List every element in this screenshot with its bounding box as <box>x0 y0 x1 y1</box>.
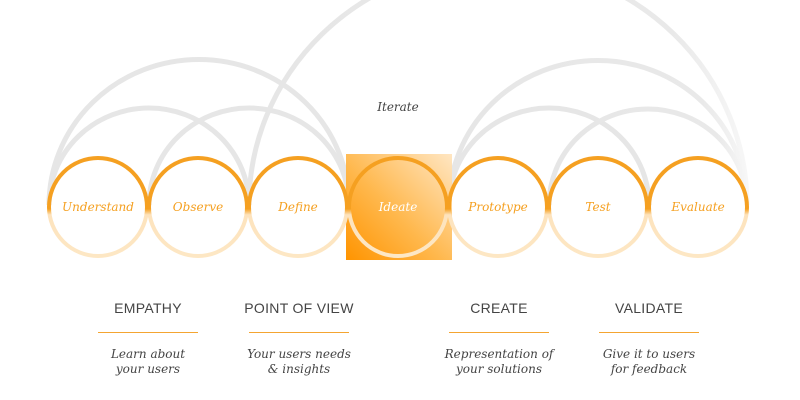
phase-divider <box>599 332 699 333</box>
iteration-arc <box>46 105 252 206</box>
phase-description: Your users needs & insights <box>229 347 369 377</box>
stage-label-define: Define <box>277 200 318 214</box>
stage-label-observe: Observe <box>173 200 223 214</box>
iteration-arc <box>446 58 750 206</box>
phase-description-line: Learn about <box>110 347 186 361</box>
phase-description: Representation of your solutions <box>429 347 569 377</box>
phase-validate: VALIDATE Give it to users for feedback <box>579 298 719 377</box>
stage-ring-evaluate <box>647 156 749 258</box>
iteration-arc <box>246 0 750 206</box>
iteration-arc <box>546 106 750 206</box>
stage-label-test: Test <box>585 200 610 214</box>
phase-description-line: & insights <box>267 362 331 376</box>
phase-description-line: Give it to users <box>602 347 696 361</box>
phase-title: VALIDATE <box>614 300 683 316</box>
stage-label-ideate: Ideate <box>378 200 418 214</box>
iteration-arc <box>446 105 652 206</box>
stage-label-understand: Understand <box>62 200 134 214</box>
phase-description-line: Your users needs <box>247 347 351 361</box>
stage-label-evaluate: Evaluate <box>670 200 724 214</box>
iteration-arcs <box>46 0 750 206</box>
iteration-arc <box>146 105 352 206</box>
phase-empathy: EMPATHY Learn about your users <box>78 298 218 377</box>
iteration-arc <box>46 57 352 206</box>
stage-label-prototype: Prototype <box>467 200 527 214</box>
phase-title: CREATE <box>470 300 528 316</box>
phase-create: CREATE Representation of your solutions <box>429 298 569 377</box>
phase-title: POINT OF VIEW <box>244 300 354 316</box>
phase-description-line: your users <box>115 362 181 376</box>
phase-divider <box>449 332 549 333</box>
phase-point-of-view: POINT OF VIEW Your users needs & insight… <box>229 298 369 377</box>
phase-description: Learn about your users <box>78 347 218 377</box>
iterate-label: Iterate <box>376 100 418 114</box>
stage-rings <box>47 156 749 258</box>
phase-description-line: for feedback <box>610 362 688 376</box>
phase-description-line: your solutions <box>455 362 542 376</box>
phase-divider <box>249 332 349 333</box>
phase-divider <box>98 332 198 333</box>
phase-description-line: Representation of <box>444 347 554 361</box>
phase-description: Give it to users for feedback <box>579 347 719 377</box>
stage-labels: Understand Observe Define Ideate Prototype Te… <box>62 200 725 214</box>
phase-title: EMPATHY <box>114 300 182 316</box>
